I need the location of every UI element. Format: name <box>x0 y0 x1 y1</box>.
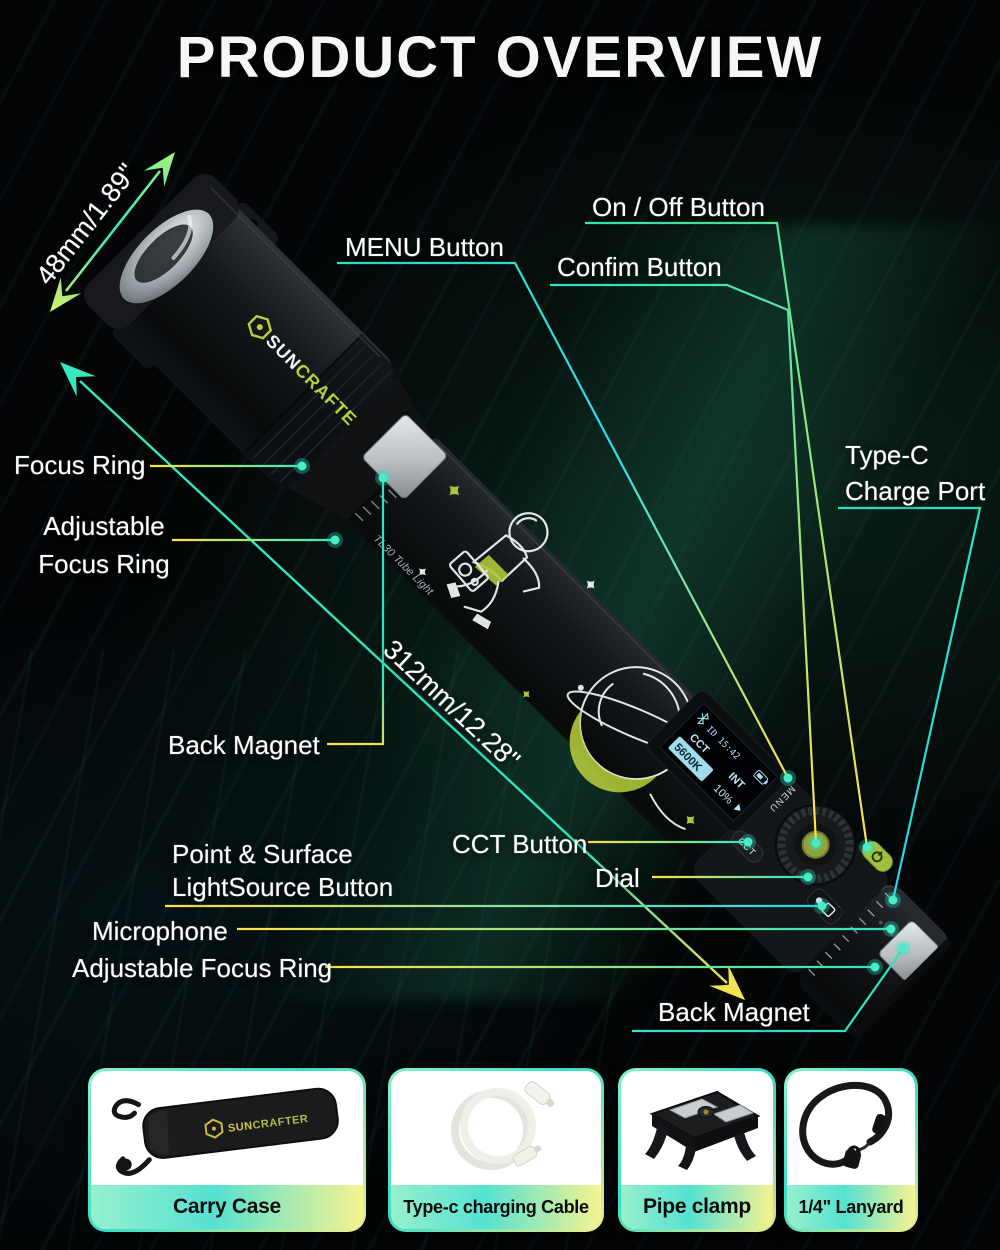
callout-microphone: Microphone <box>92 916 228 946</box>
callout-back-magnet-top: Back Magnet <box>168 730 320 760</box>
charging-cable-caption: Type-c charging Cable <box>391 1185 601 1229</box>
on-off-leader <box>585 221 869 848</box>
carry-case-image: SUNCRAFTER <box>91 1071 363 1185</box>
focus-ring <box>246 336 402 492</box>
confirm-leader <box>550 283 818 844</box>
bluetooth-icon <box>697 712 709 725</box>
charging-cable-image <box>391 1071 601 1185</box>
length-dimension-arrow <box>60 362 745 1000</box>
accessory-card-carry-case: SUNCRAFTER Carry Case <box>88 1068 366 1232</box>
back-magnet-bottom-leader <box>632 949 903 1033</box>
page-title: PRODUCT OVERVIEW <box>176 25 824 90</box>
callout-point-surface: Point & Surface LightSource Button <box>172 839 394 902</box>
callout-back-magnet-bottom: Back Magnet <box>658 997 810 1027</box>
callout-on-off-button: On / Off Button <box>592 192 765 222</box>
display-screen: ID 15:42 CCT INT 5600K 10% <box>647 690 789 833</box>
callout-dial: Dial <box>595 863 640 893</box>
device-head: SUNCRAFTER <box>83 173 402 492</box>
callout-focus-ring: Focus Ring <box>14 450 146 480</box>
carry-case-caption: Carry Case <box>91 1185 363 1229</box>
callout-adjustable-focus-ring-bottom: Adjustable Focus Ring <box>72 953 333 983</box>
lanyard-caption: 1/4" Lanyard <box>787 1185 915 1229</box>
callout-type-c: Type-C Charge Port <box>845 440 986 506</box>
callout-cct-button: CCT Button <box>452 829 588 859</box>
microphone-holes <box>878 920 883 925</box>
callout-confirm-button: Confim Button <box>557 252 722 282</box>
pipe-clamp-image <box>621 1071 773 1185</box>
front-taper <box>287 377 433 521</box>
callout-adjustable-focus-ring-top: Adjustable Focus Ring <box>38 511 170 579</box>
astronaut-art <box>446 512 549 630</box>
accessory-card-pipe-clamp: Pipe clamp <box>618 1068 776 1232</box>
diameter-dimension-arrow <box>50 152 175 312</box>
tube-light-device: SUNCRAFTER <box>83 173 952 1039</box>
back-magnet-top-leader <box>327 480 385 746</box>
accessory-card-cable: Type-c charging Cable <box>388 1068 604 1232</box>
accessory-card-lanyard: 1/4" Lanyard <box>784 1068 918 1232</box>
lanyard-image <box>787 1071 915 1185</box>
type-c-leader <box>838 506 982 901</box>
pipe-clamp-caption: Pipe clamp <box>621 1185 773 1229</box>
callout-lines <box>150 221 982 1033</box>
callout-menu-button: MENU Button <box>345 232 504 262</box>
callout-dots <box>294 458 911 975</box>
menu-leader <box>337 261 789 779</box>
